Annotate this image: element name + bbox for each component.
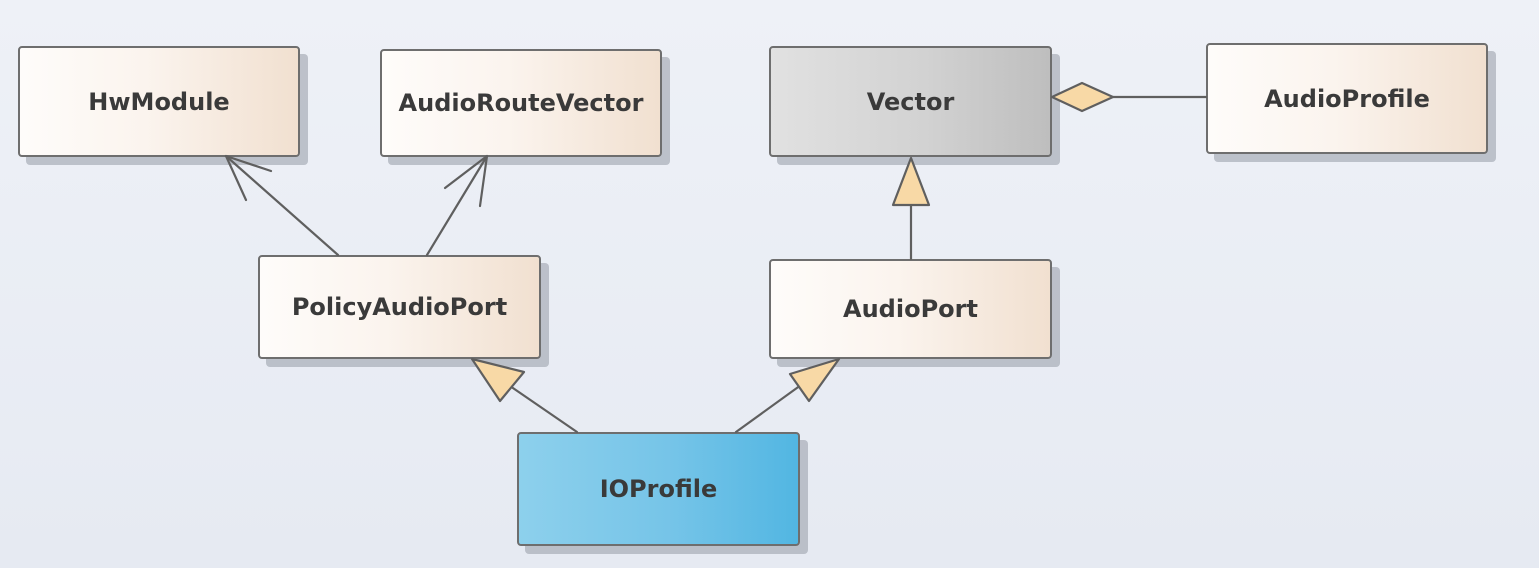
hollow-triangle-policyaudioport: [470, 357, 526, 403]
generalization-ioprofile-audioport[interactable]: [734, 357, 841, 434]
class-audio-port-label: AudioPort: [843, 295, 978, 323]
class-hwmodule[interactable]: HwModule: [18, 46, 300, 157]
class-audio-route-vector-label: AudioRouteVector: [398, 89, 644, 117]
class-policy-audio-port[interactable]: PolicyAudioPort: [258, 255, 541, 359]
hollow-triangle-vector: [891, 156, 931, 207]
association-line-hwmodule: [224, 154, 340, 257]
class-audio-profile[interactable]: AudioProfile: [1206, 43, 1488, 154]
aggregation-diamond: [1050, 81, 1115, 113]
association-policyaudioport-audioroutevector[interactable]: [425, 154, 489, 257]
class-vector-label: Vector: [866, 87, 955, 116]
class-io-profile-label: IOProfile: [599, 475, 718, 503]
association-line-audioroutevector: [425, 154, 489, 257]
generalization-ioprofile-policyaudioport[interactable]: [470, 357, 579, 434]
generalization-line-audioport: [734, 383, 803, 434]
class-audio-route-vector[interactable]: AudioRouteVector: [380, 49, 662, 157]
class-audio-port[interactable]: AudioPort: [769, 259, 1052, 359]
class-policy-audio-port-label: PolicyAudioPort: [291, 293, 508, 321]
class-audio-profile-label: AudioProfile: [1264, 84, 1430, 113]
class-hwmodule-label: HwModule: [88, 87, 230, 116]
generalization-line-policyaudioport: [508, 384, 579, 434]
class-vector[interactable]: Vector: [769, 46, 1052, 157]
hollow-triangle-audioport: [788, 357, 841, 403]
generalization-audioport-vector[interactable]: [891, 156, 931, 261]
open-arrowhead-audioroutevector: [443, 154, 489, 208]
class-io-profile[interactable]: IOProfile: [517, 432, 800, 546]
open-arrowhead-hwmodule: [224, 154, 273, 202]
aggregation-vector-audioprofile[interactable]: [1050, 81, 1208, 113]
association-policyaudioport-hwmodule[interactable]: [224, 154, 340, 257]
